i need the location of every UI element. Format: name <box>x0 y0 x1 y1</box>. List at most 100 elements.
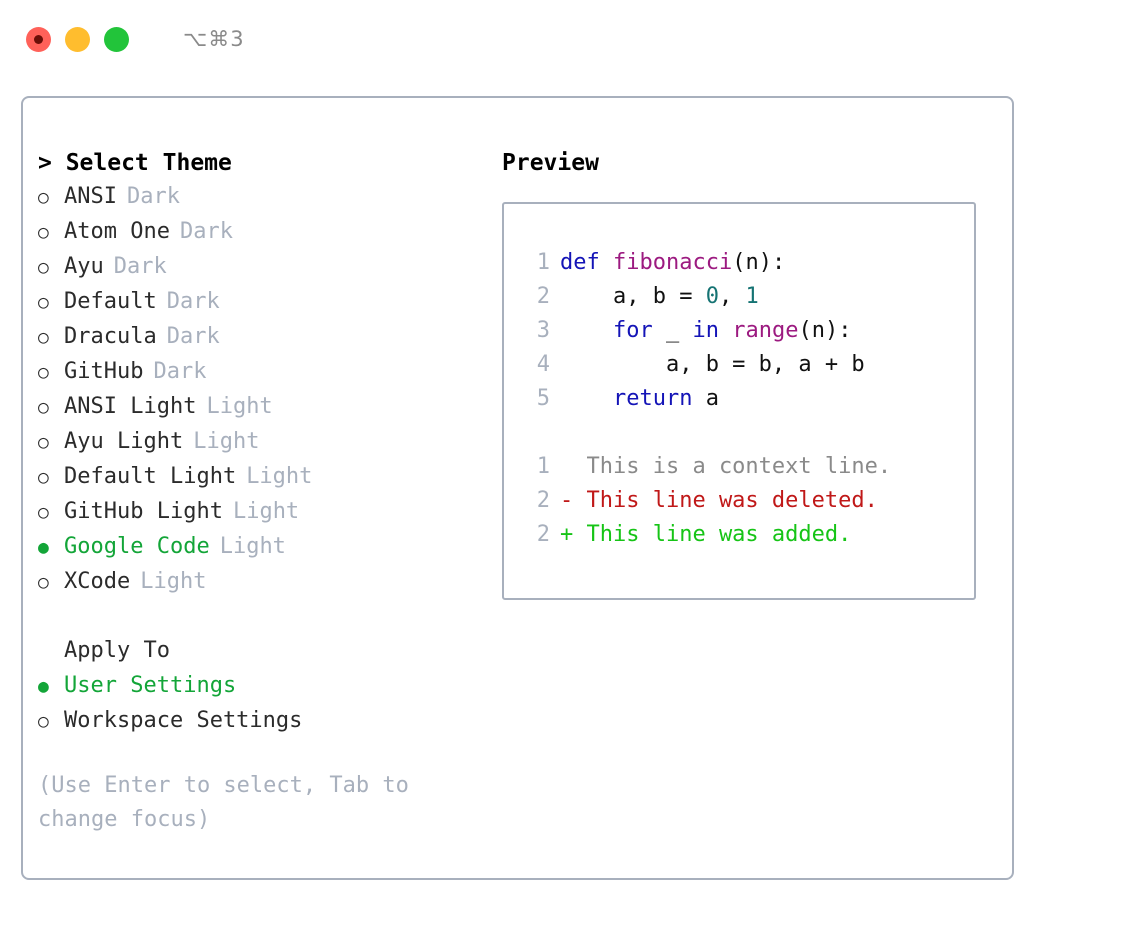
diff-line: 2 + This line was added. <box>522 518 974 552</box>
token-txt <box>560 386 613 411</box>
theme-option-google-code[interactable]: ● Google Code Light <box>38 530 488 565</box>
radio-unselected-icon[interactable]: ○ <box>38 327 49 348</box>
theme-option-ayu[interactable]: ○ Ayu Dark <box>38 250 488 285</box>
theme-option-variant-tag: Dark <box>113 254 167 279</box>
theme-option-ayu-light[interactable]: ○ Ayu Light Light <box>38 425 488 460</box>
keyboard-shortcut-label: ⌥⌘3 <box>183 26 245 51</box>
maximize-button-icon[interactable] <box>104 26 129 52</box>
radio-unselected-icon[interactable]: ○ <box>38 222 49 243</box>
theme-option-label: Default Light <box>64 464 237 489</box>
token-txt: a, b = <box>560 284 706 309</box>
theme-option-label: Default <box>64 289 157 314</box>
apply-to-heading-row: ○ Apply To <box>38 634 488 669</box>
radio-unselected-icon[interactable]: ○ <box>38 572 49 593</box>
theme-option-label: Google Code <box>64 534 210 559</box>
token-txt: a, b = b, a + b <box>560 352 865 377</box>
radio-unselected-icon[interactable]: ○ <box>38 362 49 383</box>
close-button-icon[interactable] <box>26 26 51 52</box>
theme-option-label: Ayu <box>64 254 104 279</box>
token-num: 0 <box>705 284 719 309</box>
token-txt: (n): <box>732 250 786 275</box>
window-controls <box>26 26 129 52</box>
token-ctx: This is a context line. <box>560 454 892 479</box>
code-line-text: - This line was deleted. <box>560 484 878 518</box>
theme-option-label: GitHub Light <box>64 499 223 524</box>
token-kw: def <box>560 250 600 275</box>
theme-option-variant-tag: Light <box>246 464 313 489</box>
line-number: 5 <box>536 386 550 411</box>
radio-selected-icon[interactable]: ● <box>38 676 49 697</box>
spacer <box>38 600 488 634</box>
theme-option-variant-tag: Light <box>206 394 273 419</box>
theme-option-label: Ayu Light <box>64 429 184 454</box>
diff-line: 2 - This line was deleted. <box>522 484 974 518</box>
apply-to-option-label: User Settings <box>64 673 237 698</box>
theme-option-variant-tag: Light <box>140 569 207 594</box>
token-txt: (n): <box>798 318 852 343</box>
line-number: 3 <box>536 318 550 343</box>
radio-unselected-icon[interactable]: ○ <box>38 432 49 453</box>
apply-to-heading-marker: ○ <box>38 635 64 669</box>
radio-unselected-icon[interactable]: ○ <box>38 397 49 418</box>
code-line-text: + This line was added. <box>560 518 851 552</box>
diff-sample-block: 1 This is a context line. 2 - This line wa… <box>522 450 974 552</box>
theme-option-label: Dracula <box>64 324 157 349</box>
theme-option-variant-tag: Light <box>219 534 286 559</box>
preview-heading: Preview <box>502 150 599 176</box>
code-line-text: def fibonacci(n): <box>560 246 785 280</box>
token-txt <box>560 318 613 343</box>
code-line: 1 def fibonacci(n): <box>522 246 974 280</box>
line-number: 1 <box>536 250 550 275</box>
theme-option-default-light[interactable]: ○ Default Light Light <box>38 460 488 495</box>
token-txt <box>719 318 732 343</box>
apply-to-heading-label: Apply To <box>64 638 170 663</box>
code-line-text: for _ in range(n): <box>560 314 851 348</box>
line-number: 2 <box>536 522 550 547</box>
token-add: + This line was added. <box>560 522 852 547</box>
line-number: 2 <box>536 488 550 513</box>
code-line-text: This is a context line. <box>560 450 891 484</box>
theme-option-atom-one[interactable]: ○ Atom One Dark <box>38 215 488 250</box>
theme-option-variant-tag: Dark <box>179 219 233 244</box>
token-kw: in <box>692 318 719 343</box>
line-number: 2 <box>536 284 550 309</box>
radio-unselected-icon[interactable]: ○ <box>38 467 49 488</box>
apply-to-option-list[interactable]: ● User Settings ○Workspace Settings <box>38 669 488 739</box>
code-line: 5 return a <box>522 382 974 416</box>
code-line-text: a, b = 0, 1 <box>560 280 759 314</box>
diff-line: 1 This is a context line. <box>522 450 974 484</box>
theme-option-variant-tag: Light <box>193 429 260 454</box>
code-line: 2 a, b = 0, 1 <box>522 280 974 314</box>
code-line-text: a, b = b, a + b <box>560 348 865 382</box>
radio-unselected-icon[interactable]: ○ <box>38 502 49 523</box>
apply-to-option-user-settings[interactable]: ● User Settings <box>38 669 488 704</box>
radio-selected-icon[interactable]: ● <box>38 537 49 558</box>
spacer <box>522 416 974 450</box>
token-kw: for <box>612 318 653 343</box>
token-del: - This line was deleted. <box>560 488 878 513</box>
code-line: 3 for _ in range(n): <box>522 314 974 348</box>
radio-unselected-icon[interactable]: ○ <box>38 711 49 732</box>
radio-unselected-icon[interactable]: ○ <box>38 187 49 208</box>
radio-unselected-icon[interactable]: ○ <box>38 292 49 313</box>
radio-unselected-icon[interactable]: ○ <box>38 257 49 278</box>
token-num: 1 <box>745 284 759 309</box>
minimize-button-icon[interactable] <box>65 26 90 52</box>
token-txt: a <box>692 386 719 411</box>
title-bar: ⌥⌘3 <box>0 0 1140 78</box>
apply-to-option-workspace-settings[interactable]: ○Workspace Settings <box>38 704 488 739</box>
theme-option-label: Atom One <box>64 219 170 244</box>
code-line-text: return a <box>560 382 719 416</box>
